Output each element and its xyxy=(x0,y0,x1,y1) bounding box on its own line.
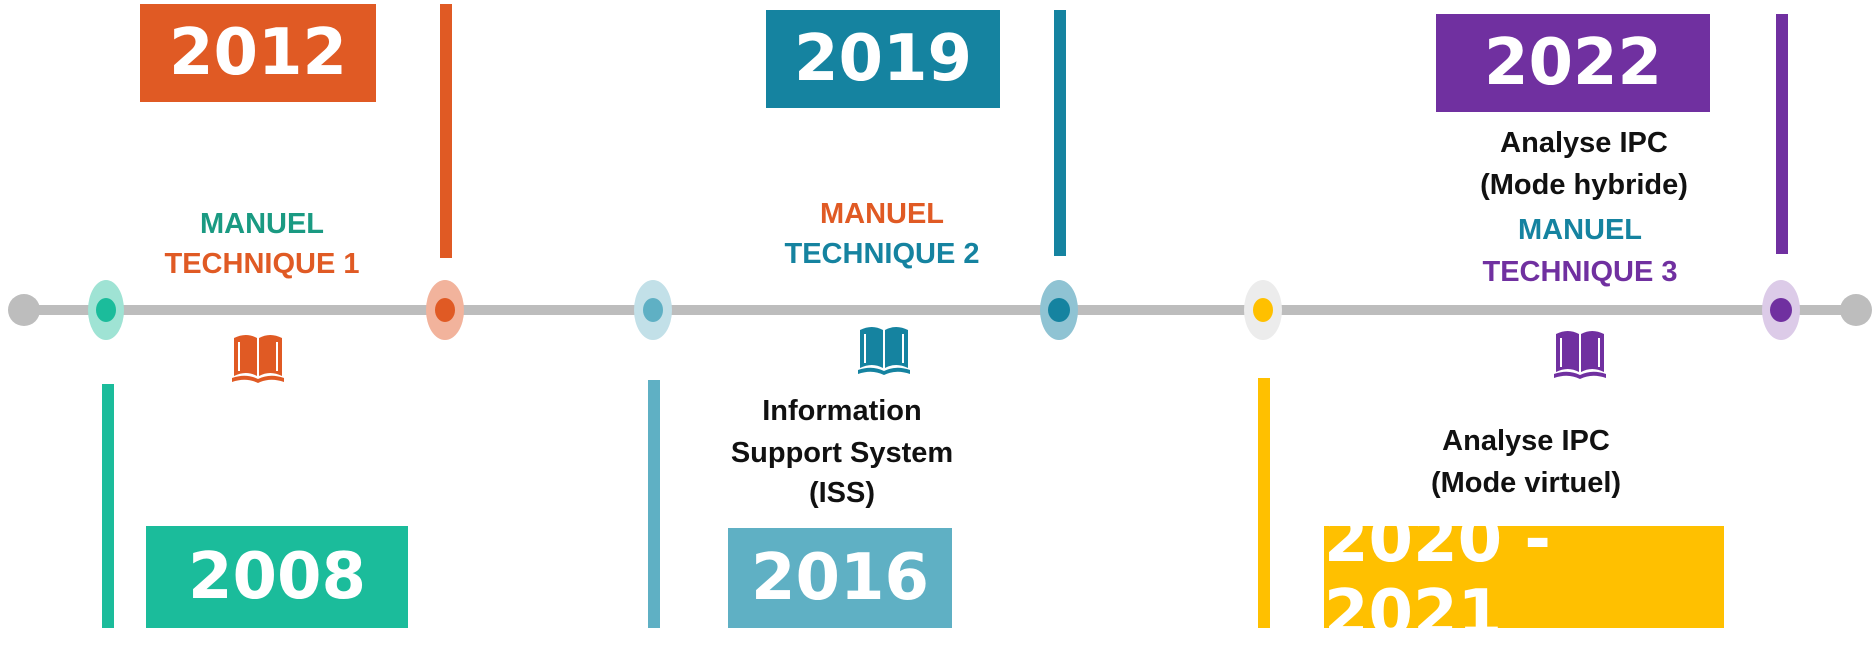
connector-2016 xyxy=(648,380,660,628)
connector-2020 xyxy=(1258,378,1270,628)
book-icon xyxy=(1554,331,1606,379)
year-box-2019: 2019 xyxy=(766,10,1000,108)
year-box-2008: 2008 xyxy=(146,526,408,628)
manuel-technique-3-label-line1: MANUEL xyxy=(1517,214,1643,246)
axis-end-cap xyxy=(1840,294,1872,326)
book-icon xyxy=(232,335,284,383)
timeline-dot-2022 xyxy=(1770,298,1792,322)
book-icon xyxy=(858,327,910,375)
connector-2012 xyxy=(440,4,452,258)
timeline-dot-2019 xyxy=(1048,298,1070,322)
timeline-dot-2016 xyxy=(643,298,663,322)
axis-start-cap xyxy=(8,294,40,326)
iss-label-line3: (ISS) xyxy=(808,477,876,509)
timeline-axis xyxy=(24,305,1856,315)
year-box-2016: 2016 xyxy=(728,528,952,628)
year-box-2020-2021: 2020 - 2021 xyxy=(1324,503,1724,651)
manuel-technique-2-label-line2: TECHNIQUE 2 xyxy=(784,238,980,270)
year-box-2022: 2022 xyxy=(1436,14,1710,112)
timeline-dot-2008 xyxy=(96,298,116,322)
manuel-technique-1-label-line2: TECHNIQUE 1 xyxy=(164,248,360,280)
manuel-technique-1-label-line1: MANUEL xyxy=(199,208,325,240)
ipc-virtual-label-line1: Analyse IPC xyxy=(1442,425,1610,457)
connector-2008 xyxy=(102,384,114,628)
connector-2019 xyxy=(1054,10,1066,256)
year-box-2012: 2012 xyxy=(140,4,376,102)
timeline-dot-2020 xyxy=(1253,298,1273,322)
ipc-hybrid-label-line1: Analyse IPC xyxy=(1500,127,1668,159)
iss-label-line2: Support System xyxy=(730,437,954,469)
manuel-technique-3-label-line2: TECHNIQUE 3 xyxy=(1482,256,1678,288)
timeline-dot-2012 xyxy=(435,298,455,322)
ipc-hybrid-label-line2: (Mode hybride) xyxy=(1480,169,1688,201)
manuel-technique-2-label-line1: MANUEL xyxy=(819,198,945,230)
connector-2022 xyxy=(1776,14,1788,254)
ipc-virtual-label-line2: (Mode virtuel) xyxy=(1430,467,1622,499)
iss-label-line1: Information xyxy=(762,395,922,427)
